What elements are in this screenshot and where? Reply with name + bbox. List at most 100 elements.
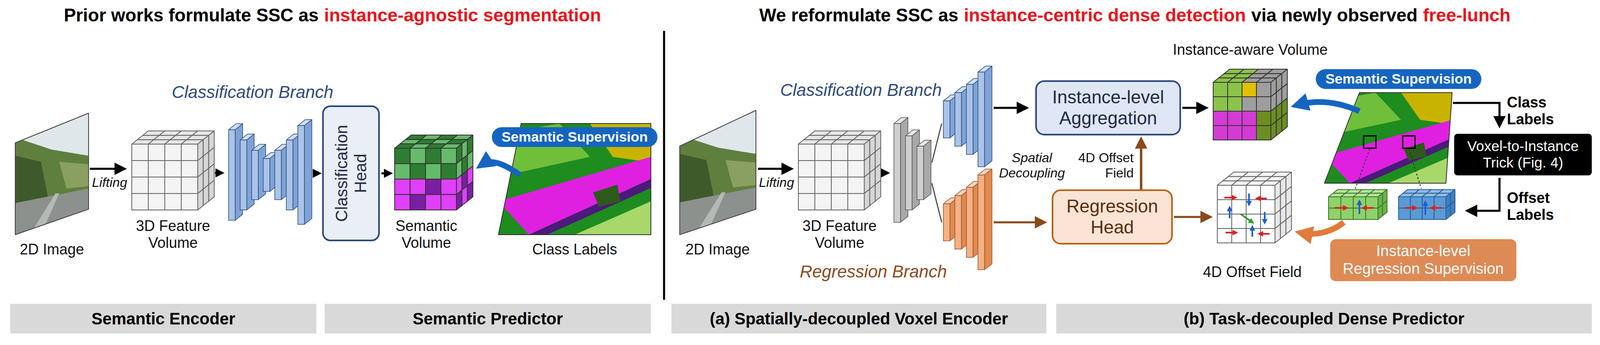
proposed-pipeline-illustration [1452,102,1500,124]
baseline-pipeline-illustration [148,144,165,161]
proposed-pipeline-illustration [1276,116,1282,136]
proposed-pipeline-illustration [1231,199,1247,215]
baseline-pipeline-illustration [410,148,426,164]
caption-label: Semantic Volume [381,217,472,252]
caption-label: 3D Feature Volume [788,217,892,252]
proposed-pipeline-illustration [1363,207,1374,209]
baseline-pipeline-illustration [425,163,442,180]
baseline-pipeline-illustration [410,194,426,211]
proposed-pipeline-illustration [847,177,865,194]
proposed-pipeline-illustration [798,193,815,211]
proposed-pipeline-illustration [1260,214,1275,229]
branch-label: Classification Branch [770,80,952,101]
baseline-pipeline-illustration [425,194,442,211]
baseline-pipeline-illustration [394,179,411,195]
proposed-pipeline-illustration [1217,228,1232,244]
proposed-pipeline-illustration [1248,193,1250,205]
node-text: Semantic Supervision [501,128,648,146]
caption-label: Class Labels [512,240,637,258]
baseline-pipeline-illustration [481,162,520,176]
proposed-pipeline-illustration [977,72,985,167]
proposed-pipeline-illustration [1324,119,1453,184]
baseline-pipeline-illustration [498,123,651,235]
proposed-pipeline-illustration [831,177,848,194]
proposed-pipeline-illustration [875,180,881,202]
proposed-pipeline-illustration [1365,208,1378,220]
baseline-pipeline-illustration [251,150,259,200]
proposed-pipeline-illustration [966,84,974,155]
proposed-pipeline-illustration [943,100,950,139]
proposed-pipeline-illustration [1424,202,1427,216]
baseline-pipeline-illustration [15,113,89,235]
baseline-pipeline-illustration [381,172,390,175]
baseline-pipeline-illustration [394,194,411,211]
proposed-pipeline-illustration [1398,196,1411,209]
proposed-pipeline-illustration [1324,92,1402,134]
section-bar: Semantic Predictor [324,304,651,334]
proposed-pipeline-illustration [679,110,756,235]
proposed-pipeline-illustration [1256,111,1271,126]
proposed-pipeline-illustration [814,160,832,178]
proposed-pipeline-illustration [1240,214,1253,223]
baseline-pipeline-illustration [304,119,312,225]
proposed-pipeline-illustration [954,195,962,250]
baseline-pipeline-illustration [528,179,651,235]
proposed-pipeline-illustration [1227,82,1243,97]
baseline-pipeline-illustration [15,155,49,205]
proposed-pipeline-illustration [847,193,865,211]
proposed-pipeline-illustration [1228,208,1231,219]
proposed-pipeline-illustration [1358,201,1361,215]
proposed-pipeline-illustration [1382,201,1388,216]
proposed-pipeline-illustration [679,110,756,235]
proposed-pipeline-illustration [814,177,832,194]
baseline-pipeline-illustration [197,189,204,211]
step-label: Spatial Decoupling [994,150,1070,181]
regression-supervision-box: Instance-level Regression Supervision [1330,239,1517,282]
baseline-pipeline-illustration [410,163,426,180]
proposed-pipeline-illustration [931,123,942,163]
title-row: Prior works formulate SSC asinstance-agn… [4,4,660,26]
baseline-pipeline-illustration [441,194,457,211]
proposed-pipeline-illustration [1328,208,1341,220]
proposed-pipeline-illustration [977,175,985,270]
proposed-pipeline-illustration [882,172,887,175]
baseline-pipeline-illustration [425,148,442,164]
proposed-pipeline-illustration [1433,196,1446,209]
proposed-pipeline-illustration [1182,107,1204,110]
baseline-pipeline-illustration [410,179,426,195]
node-text: (b) Task-decoupled Dense Predictor [1183,309,1465,329]
proposed-pipeline-illustration [916,146,924,200]
baseline-pipeline-illustration [148,177,165,194]
proposed-pipeline-illustration [1213,96,1228,112]
baseline-pipeline-illustration [30,193,60,235]
proposed-pipeline-illustration [1363,135,1376,149]
proposed-pipeline-illustration [1340,208,1354,220]
baseline-pipeline-illustration [228,129,236,221]
title-text: free-lunch [1422,4,1511,26]
baseline-pipeline-illustration [425,179,442,195]
caption-label: 4D Offset Field [1190,263,1315,281]
proposed-pipeline-illustration [1340,196,1354,209]
proposed-pipeline-illustration [1263,212,1266,223]
baseline-pipeline-illustration [15,188,89,235]
proposed-pipeline-illustration [1251,227,1254,237]
node-text: (a) Spatially-decoupled Voxel Encoder [709,309,1009,329]
proposed-pipeline-illustration [893,123,901,223]
proposed-pipeline-illustration [1450,201,1455,216]
proposed-pipeline-illustration [814,193,832,211]
baseline-pipeline-illustration [131,177,149,194]
proposed-pipeline-illustration [1242,125,1257,141]
proposed-pipeline-illustration [725,160,756,188]
baseline-pipeline-illustration [574,201,651,235]
bracket-label: Offset Labels [1506,189,1573,224]
proposed-pipeline-illustration [1301,222,1344,234]
proposed-pipeline-illustration [1402,135,1416,149]
baseline-pipeline-illustration [148,160,165,178]
proposed-pipeline-illustration [1328,196,1341,209]
proposed-pipeline-illustration [869,184,875,206]
baseline-pipeline-illustration [181,144,198,161]
proposed-pipeline-illustration [1224,196,1236,199]
